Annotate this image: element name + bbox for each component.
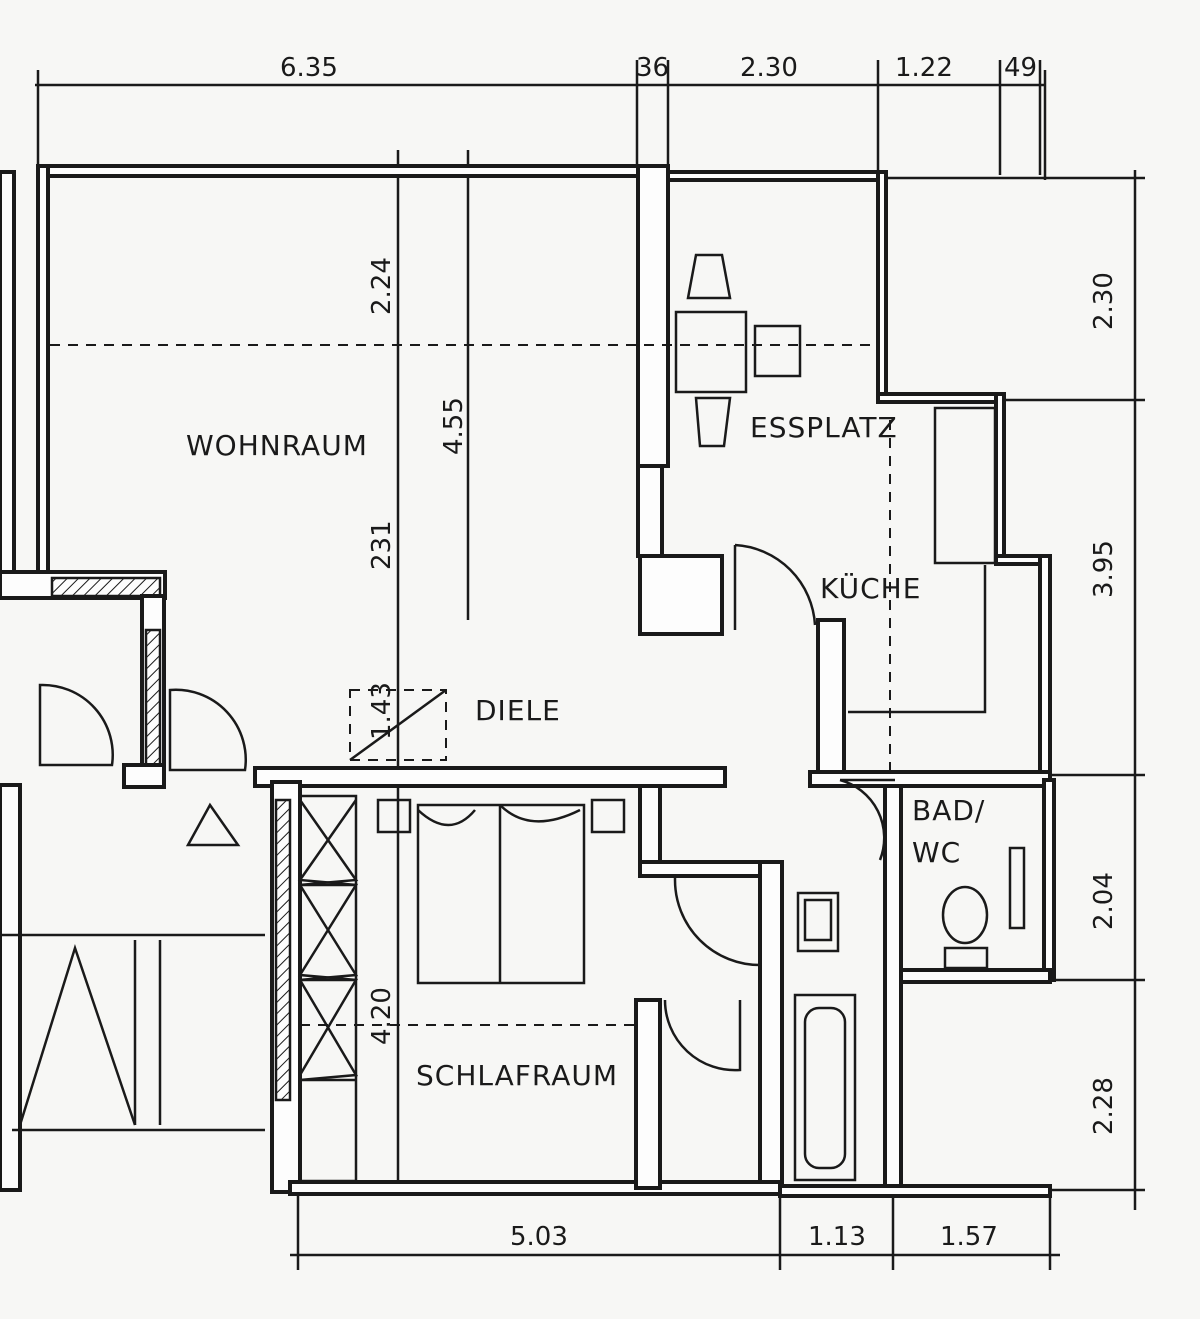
nightstand-left: [376, 798, 412, 834]
label-bad-line2: WC: [912, 836, 961, 869]
radiator: [1008, 846, 1026, 930]
label-essplatz: ESSPLATZ: [750, 411, 898, 444]
chair-top: [686, 253, 732, 300]
door-swings: [38, 543, 895, 1072]
wardrobe: [298, 794, 358, 1183]
kitchen-counter-upper: [933, 406, 997, 565]
kitchen-counter: [848, 565, 987, 714]
label-schlafraum: SCHLAFRAUM: [416, 1059, 618, 1092]
nightstand-right: [590, 798, 626, 834]
dim-top-2: 36: [636, 53, 669, 83]
chair-right: [753, 324, 802, 378]
chair-bottom: [694, 396, 732, 448]
label-diele: DIELE: [475, 694, 561, 727]
dim-bottom-2: 1.13: [808, 1222, 866, 1252]
dim-inner-4: 1.43: [367, 682, 397, 740]
dim-inner-1: 2.24: [367, 257, 397, 315]
toilet: [941, 885, 989, 945]
walls: [0, 164, 1056, 1198]
furniture: [0, 253, 1026, 1183]
dim-right-3: 2.04: [1089, 872, 1119, 930]
dim-inner-3: 231: [367, 520, 397, 570]
dim-bottom-1: 5.03: [510, 1222, 568, 1252]
room-labels: WOHNRAUM ESSPLATZ KÜCHE DIELE BAD/ WC SC…: [186, 411, 985, 1092]
dim-top-5: 49: [1004, 53, 1037, 83]
dim-right-4: 2.28: [1089, 1077, 1119, 1135]
washbasin: [796, 891, 840, 953]
dim-top-4: 1.22: [895, 53, 953, 83]
triangle-symbol: [185, 802, 241, 847]
dimension-labels: 6.35 36 2.30 1.22 49 2.30 3.95 2.04 2.28…: [280, 53, 1119, 1252]
label-wohnraum: WOHNRAUM: [186, 429, 368, 462]
dining-table: [674, 310, 748, 394]
dim-top-3: 2.30: [740, 53, 798, 83]
dim-inner-5: 4.20: [367, 987, 397, 1045]
label-bad-line1: BAD/: [912, 794, 985, 827]
dim-top-1: 6.35: [280, 53, 338, 83]
bathtub: [793, 993, 857, 1182]
label-kueche: KÜCHE: [820, 571, 921, 605]
dim-inner-2: 4.55: [439, 397, 469, 455]
dim-right-1: 2.30: [1089, 272, 1119, 330]
dim-bottom-3: 1.57: [940, 1222, 998, 1252]
dim-right-2: 3.95: [1089, 540, 1119, 598]
